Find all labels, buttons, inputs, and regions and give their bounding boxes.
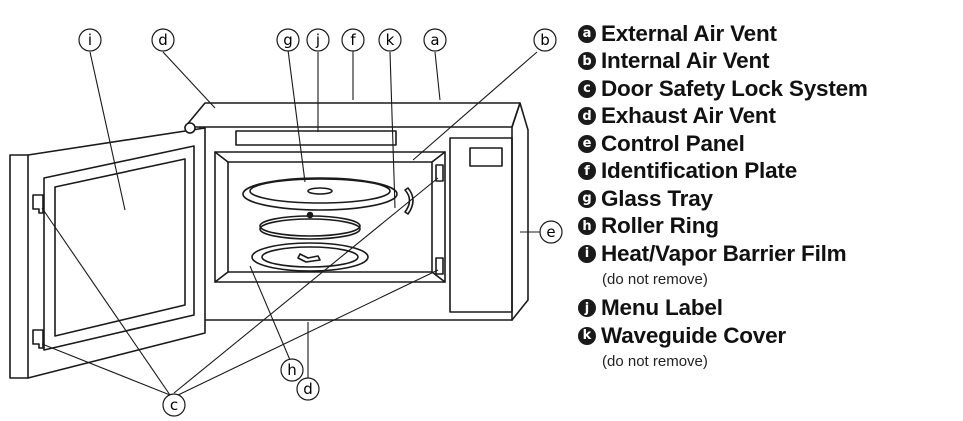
legend-item-e: e Control Panel — [578, 130, 963, 158]
cabinet-body — [199, 102, 529, 321]
svg-text:b: b — [540, 31, 550, 49]
waveguide-cover — [404, 187, 414, 215]
legend-badge-e: e — [578, 134, 596, 153]
door — [9, 122, 206, 379]
legend-item-k: k Waveguide Cover — [578, 322, 963, 350]
cabinet-top — [184, 102, 521, 128]
glass-tray — [242, 177, 398, 211]
callout-g: g — [276, 28, 300, 52]
lock-slot-lower — [435, 257, 444, 275]
svg-text:i: i — [88, 31, 92, 49]
roller-ring — [259, 211, 361, 240]
svg-text:c: c — [170, 396, 178, 414]
svg-text:d: d — [303, 380, 313, 398]
legend-item-b: b Internal Air Vent — [578, 48, 963, 76]
callout-d-top: d — [151, 28, 175, 52]
legend-badge-a: a — [578, 24, 596, 43]
callout-b: b — [533, 28, 557, 52]
legend-label: Menu Label — [601, 295, 723, 321]
legend-label: Control Panel — [601, 130, 745, 156]
menu-label-strip — [235, 130, 397, 146]
legend-label: Identification Plate — [601, 158, 798, 184]
legend-item-j: j Menu Label — [578, 295, 963, 323]
legend-item-h: h Roller Ring — [578, 213, 963, 241]
legend-badge-g: g — [578, 189, 596, 208]
legend-label: Internal Air Vent — [601, 48, 770, 74]
legend-badge-j: j — [578, 299, 596, 318]
legend-note: (do not remove) — [602, 352, 708, 370]
legend-badge-d: d — [578, 107, 596, 126]
legend-label: Waveguide Cover — [601, 322, 786, 348]
microwave-diagram: i d g j f k a b e h d c — [9, 28, 563, 417]
legend-item-i: i Heat/Vapor Barrier Film — [578, 240, 963, 268]
leader-lines — [41, 49, 540, 397]
legend-item-c: c Door Safety Lock System — [578, 75, 963, 103]
legend-badge-f: f — [578, 162, 596, 181]
svg-text:a: a — [430, 31, 439, 49]
svg-text:f: f — [350, 31, 356, 49]
svg-text:h: h — [287, 361, 297, 379]
legend-badge-c: c — [578, 79, 596, 98]
legend-label: Heat/Vapor Barrier Film — [601, 240, 847, 266]
callout-d-bottom: d — [296, 377, 320, 401]
svg-text:d: d — [158, 31, 168, 49]
callout-e: e — [539, 220, 563, 244]
svg-text:e: e — [546, 223, 555, 241]
callout-f: f — [341, 28, 365, 52]
callout-c: c — [162, 393, 186, 417]
callout-j: j — [306, 28, 330, 52]
legend-item-g: g Glass Tray — [578, 185, 963, 213]
lock-slot-upper — [435, 164, 444, 182]
legend-label: Roller Ring — [601, 213, 719, 239]
legend-badge-k: k — [578, 326, 596, 345]
turntable-base — [251, 242, 369, 272]
latch-lower — [32, 329, 44, 349]
legend-badge-b: b — [578, 52, 596, 71]
svg-text:j: j — [315, 31, 320, 49]
oven-cavity — [214, 151, 446, 283]
legend-item-a: a External Air Vent — [578, 20, 963, 48]
legend-label: Glass Tray — [601, 185, 713, 211]
legend-label: Exhaust Air Vent — [601, 103, 776, 129]
parts-legend: a External Air Vent b Internal Air Vent c Doo… — [578, 20, 963, 377]
callout-a: a — [423, 28, 447, 52]
svg-text:g: g — [283, 31, 293, 49]
svg-text:k: k — [386, 31, 395, 49]
legend-badge-h: h — [578, 217, 596, 236]
legend-badge-i: i — [578, 244, 596, 263]
control-panel — [449, 137, 513, 313]
legend-note: (do not remove) — [602, 270, 708, 288]
legend-label: External Air Vent — [601, 20, 777, 46]
callout-k: k — [378, 28, 402, 52]
legend-item-f: f Identification Plate — [578, 158, 963, 186]
legend-label: Door Safety Lock System — [601, 75, 868, 101]
legend-item-d: d Exhaust Air Vent — [578, 103, 963, 131]
callout-i: i — [78, 28, 102, 52]
latch-upper — [32, 194, 44, 214]
callout-h: h — [280, 358, 304, 382]
